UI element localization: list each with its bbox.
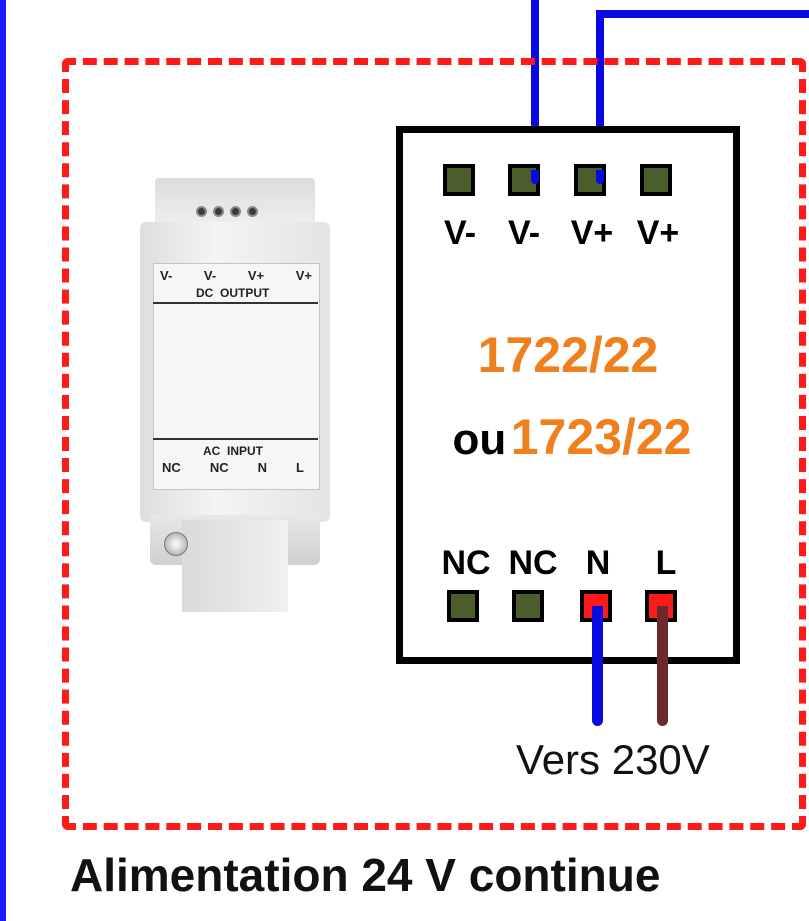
wire-v-minus [531,0,539,178]
device-top-labels: V- V- V+ V+ [160,268,312,283]
led-icon [213,206,224,217]
device-din-clip [182,520,288,612]
status-leds [196,206,258,217]
device-label: V- [160,268,173,283]
terminal-label-top: V+ [570,214,614,252]
device-divider-bottom [153,438,318,440]
device-label: V+ [247,268,265,283]
screw-icon [164,532,188,556]
enclosure-dashed [62,58,806,830]
terminal-label-bottom: NC [441,544,491,582]
module-schematic [396,126,740,664]
model-line-2: ou 1723/22 [412,408,732,466]
supply-label: Vers 230V [516,736,710,783]
device-label: L [296,460,304,475]
diagram-caption: Alimentation 24 V continue [70,849,661,901]
wire-neutral-blue [592,606,603,726]
device-label: N [257,460,268,475]
or-word: ou [452,415,507,464]
terminal-label-top: V+ [636,214,680,252]
device-label: V- [203,268,217,283]
wire-v-plus-horizontal [596,10,809,18]
wire-v-plus-vertical [596,10,604,178]
model-number-1: 1722/22 [477,327,659,383]
device-label: V+ [295,268,312,283]
device-ac-input-label: AC INPUT [203,444,263,458]
led-icon [230,206,241,217]
device-panel [153,263,320,490]
terminal-nc-1 [447,590,479,622]
terminal-nc-2 [512,590,544,622]
device-label: NC [162,460,181,475]
terminal-label-top: V- [507,214,541,252]
wire-end-v-plus [596,170,604,184]
led-icon [196,206,207,217]
terminal-v-minus-1 [443,164,475,196]
left-wire [0,0,6,921]
device-bottom-labels: NC NC N L [162,460,304,475]
terminal-label-top: V- [443,214,477,252]
model-number-2: 1723/22 [510,409,692,465]
terminal-label-bottom: L [655,544,677,582]
device-divider-top [153,302,318,304]
terminal-label-bottom: NC [508,544,558,582]
terminal-label-bottom: N [585,544,611,582]
device-label: NC [209,460,229,475]
wire-end-v-minus [531,170,539,184]
terminal-v-plus-2 [640,164,672,196]
wire-live-brown [657,606,668,726]
device-dc-output-label: DC OUTPUT [196,286,270,300]
led-icon [247,206,258,217]
